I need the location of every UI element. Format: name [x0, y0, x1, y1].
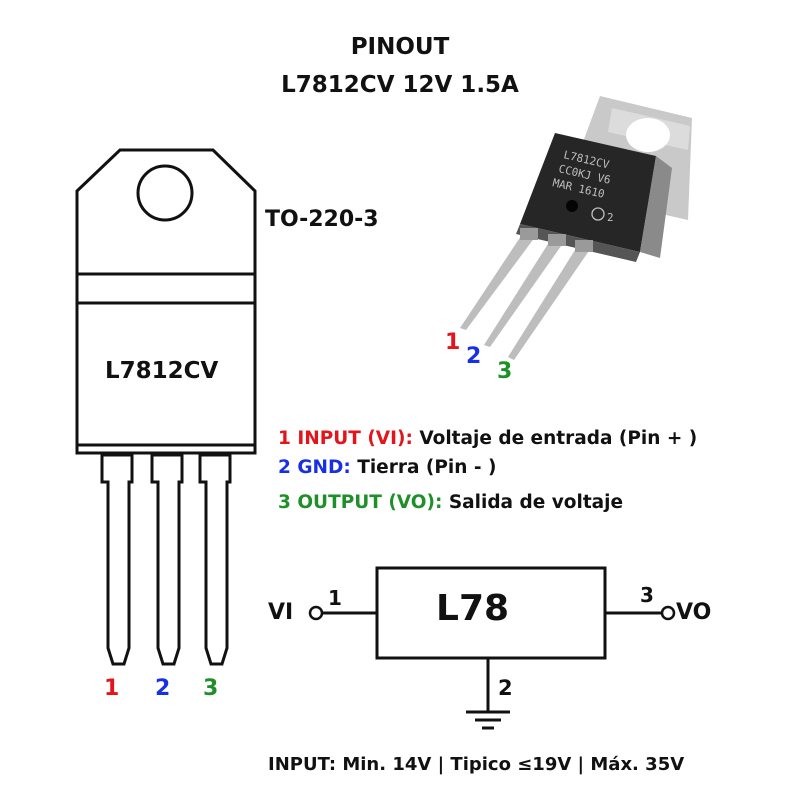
- photo-body: [520, 133, 656, 252]
- schematic: [308, 566, 676, 730]
- pin-legend-3-description: Salida de voltaje: [448, 492, 624, 513]
- package-pin-3-number: 3: [203, 676, 219, 701]
- page-subtitle: L7812CV 12V 1.5A: [281, 72, 519, 98]
- pin-legend-2-number: 2: [278, 457, 291, 478]
- regulator-block-label: L78: [436, 588, 510, 629]
- lead-2: [150, 453, 184, 666]
- pin-legend-3: 3 OUTPUT (VO): Salida de voltaje: [278, 492, 623, 513]
- pin-legend-1-description: Voltaje de entrada (Pin + ): [419, 428, 698, 449]
- to220-package-drawing: [75, 148, 257, 666]
- package-pin-2-number: 2: [155, 676, 171, 701]
- photo-lead-2: [484, 236, 566, 347]
- output-pin-number: 3: [640, 583, 654, 607]
- mounting-hole: [136, 164, 194, 222]
- pin-legend-1: 1 INPUT (VI): Voltaje de entrada (Pin + …: [278, 428, 697, 449]
- pin-legend-3-name: OUTPUT (VO):: [297, 492, 443, 513]
- photo-dimple: [566, 200, 578, 212]
- photo-marking-4: 2: [607, 211, 614, 224]
- page-title: PINOUT: [350, 34, 450, 60]
- lead-3: [198, 453, 232, 666]
- photo-lead-3: [508, 242, 593, 360]
- regulator-photo: L7812CV CC0KJ V6 MAR 1610 2: [460, 96, 692, 360]
- input-terminal: [308, 605, 324, 621]
- package-type-label: TO-220-3: [265, 207, 379, 232]
- package-body-label: L7812CV: [105, 358, 219, 384]
- photo-pin-3-number: 3: [497, 359, 513, 384]
- photo-pin-2-number: 2: [466, 344, 482, 369]
- pin-legend-2-name: GND:: [297, 457, 351, 478]
- input-label: VI: [268, 600, 294, 625]
- ground-pin-number: 2: [498, 676, 513, 700]
- pin-legend-1-name: INPUT (VI):: [297, 428, 413, 449]
- pin-legend-2: 2 GND: Tierra (Pin - ): [278, 457, 496, 478]
- photo-logo-icon: [591, 207, 605, 221]
- lead-1: [100, 453, 134, 666]
- pin-legend-3-number: 3: [278, 492, 291, 513]
- photo-lead-1: [460, 230, 538, 330]
- photo-mounting-hole: [626, 118, 670, 152]
- pin-legend-2-description: Tierra (Pin - ): [357, 457, 497, 478]
- package-pin-1-number: 1: [104, 676, 120, 701]
- input-pin-number: 1: [328, 586, 342, 610]
- photo-pin-1-number: 1: [445, 330, 461, 355]
- output-label: VO: [676, 600, 712, 625]
- package-tab-outline: [75, 148, 257, 455]
- input-voltage-specs: INPUT: Min. 14V | Tipico ≤19V | Máx. 35V: [268, 754, 685, 775]
- pin-legend-1-number: 1: [278, 428, 291, 449]
- output-terminal: [660, 605, 676, 621]
